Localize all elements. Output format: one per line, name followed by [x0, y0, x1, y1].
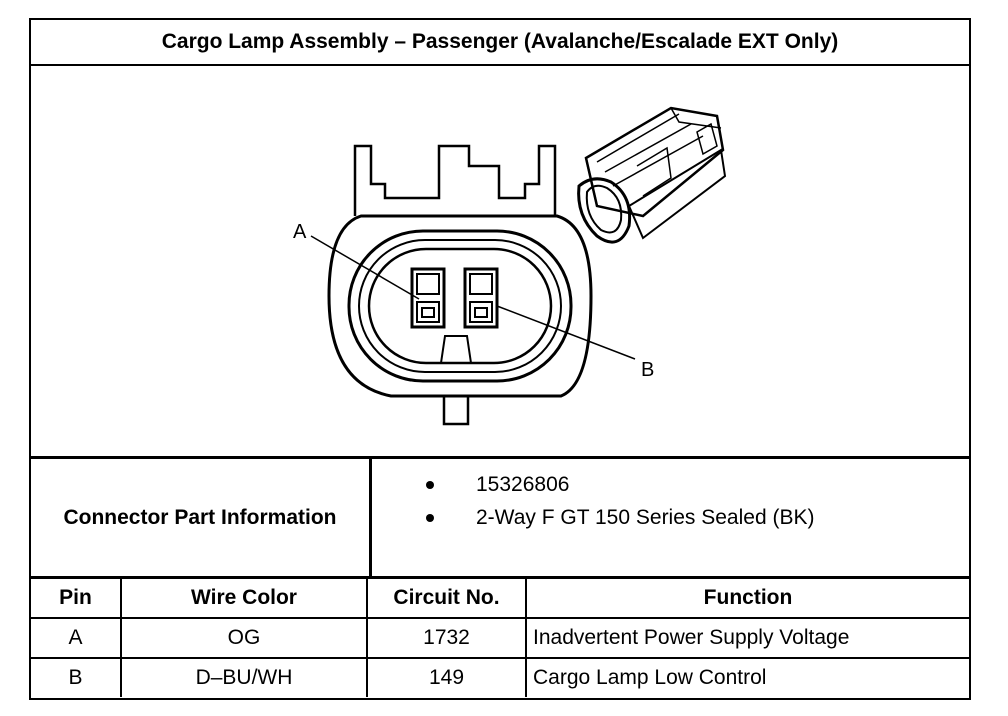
- cell-circuit: 1732: [366, 617, 527, 659]
- table-header-row: Pin Wire Color Circuit No. Function: [31, 579, 969, 619]
- info-item-description: 2-Way F GT 150 Series Sealed (BK): [426, 506, 814, 530]
- pin-table: Pin Wire Color Circuit No. Function A OG…: [31, 579, 969, 697]
- info-item-text: 15326806: [476, 473, 570, 496]
- connector-part-info: Connector Part Information 15326806 2-Wa…: [31, 459, 969, 579]
- cell-wire-color: OG: [120, 617, 368, 659]
- pin-label-a: A: [293, 221, 307, 243]
- header-function: Function: [525, 579, 969, 619]
- table-row: B D–BU/WH 149 Cargo Lamp Low Control: [31, 657, 969, 697]
- cell-function: Cargo Lamp Low Control: [525, 657, 969, 697]
- cell-function: Inadvertent Power Supply Voltage: [525, 617, 969, 659]
- connector-info-label: Connector Part Information: [31, 459, 372, 576]
- bullet-icon: [426, 481, 434, 489]
- cell-pin: B: [31, 657, 122, 697]
- header-wire-color: Wire Color: [120, 579, 368, 619]
- document-frame: Cargo Lamp Assembly – Passenger (Avalanc…: [29, 18, 971, 700]
- connector-info-list: 15326806 2-Way F GT 150 Series Sealed (B…: [372, 459, 969, 576]
- info-item-text: 2-Way F GT 150 Series Sealed (BK): [476, 506, 815, 529]
- pin-label-b: B: [641, 359, 654, 381]
- table-row: A OG 1732 Inadvertent Power Supply Volta…: [31, 617, 969, 659]
- connector-diagram: A B: [31, 66, 969, 459]
- cell-wire-color: D–BU/WH: [120, 657, 368, 697]
- header-circuit-no: Circuit No.: [366, 579, 527, 619]
- connector-drawing: A B: [293, 106, 727, 426]
- header-pin: Pin: [31, 579, 122, 619]
- cell-pin: A: [31, 617, 122, 659]
- connector-iso-view: [577, 106, 727, 244]
- info-item-part-number: 15326806: [426, 473, 569, 497]
- cell-circuit: 149: [366, 657, 527, 697]
- bullet-icon: [426, 514, 434, 522]
- connector-face-view: [310, 144, 636, 426]
- page-title: Cargo Lamp Assembly – Passenger (Avalanc…: [31, 20, 969, 66]
